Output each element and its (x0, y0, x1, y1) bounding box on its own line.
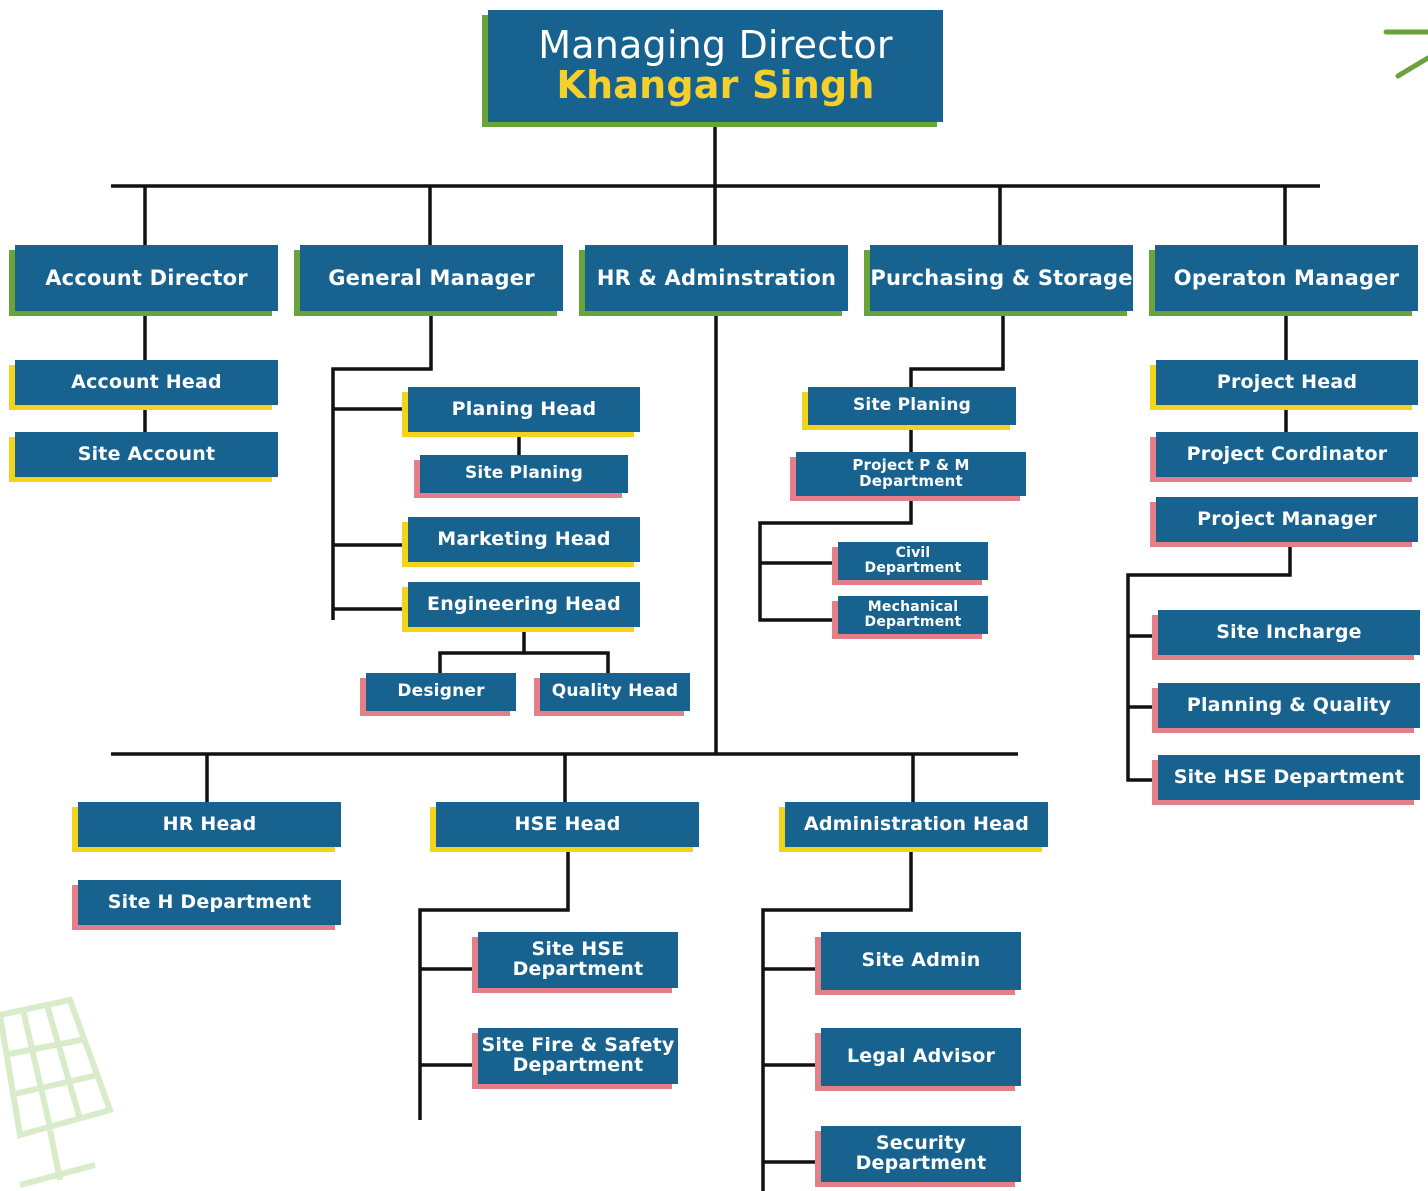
security-department-box: Security Department (821, 1126, 1021, 1182)
purchasing-site-planing-box: Site Planing (808, 387, 1016, 425)
site-h-department-box: Site H Department (78, 880, 341, 925)
administration-head-box: Administration Head (785, 802, 1048, 847)
hr-head-box: HR Head (78, 802, 341, 847)
project-head-box: Project Head (1156, 360, 1418, 405)
marketing-head-box: Marketing Head (408, 517, 640, 562)
designer-box: Designer (366, 673, 516, 711)
hr-administration-box: HR & Adminstration (585, 245, 848, 311)
legal-advisor-box: Legal Advisor (821, 1028, 1021, 1086)
gm-site-planing-box: Site Planing (420, 455, 628, 493)
project-manager-box: Project Manager (1156, 497, 1418, 542)
hse-site-hse-department-box: Site HSE Department (478, 932, 678, 988)
project-coordinator-box: Project Cordinator (1156, 432, 1418, 477)
general-manager-box: General Manager (300, 245, 563, 311)
solar-panel-decoration (0, 996, 114, 1188)
managing-director-name: Khangar Singh (556, 63, 875, 107)
site-incharge-box: Site Incharge (1158, 610, 1420, 655)
civil-department-box: Civil Department (838, 542, 988, 580)
purchasing-storage-box: Purchasing & Storage (870, 245, 1133, 311)
project-pm-department-box: Project P & M Department (796, 452, 1026, 496)
site-admin-box: Site Admin (821, 932, 1021, 990)
site-account-box: Site Account (15, 432, 278, 477)
managing-director-title: Managing Director (538, 23, 893, 68)
engineering-head-box: Engineering Head (408, 582, 640, 627)
mechanical-department-box: Mechanical Department (838, 596, 988, 634)
planning-quality-box: Planning & Quality (1158, 683, 1420, 728)
operation-manager-box: Operaton Manager (1155, 245, 1418, 311)
account-head-box: Account Head (15, 360, 278, 405)
operation-site-hse-box: Site HSE Department (1158, 755, 1420, 800)
account-director-box: Account Director (15, 245, 278, 311)
hse-head-box: HSE Head (436, 802, 699, 847)
managing-director-box: Managing Director Khangar Singh (488, 10, 943, 122)
planing-head-box: Planing Head (408, 387, 640, 432)
sun-rays-decoration (1383, 29, 1428, 79)
quality-head-box: Quality Head (540, 673, 690, 711)
site-fire-safety-box: Site Fire & Safety Department (478, 1028, 678, 1084)
